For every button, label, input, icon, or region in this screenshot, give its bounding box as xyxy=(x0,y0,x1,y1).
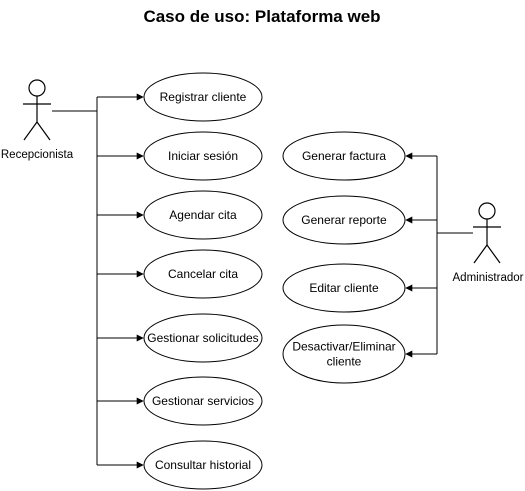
use-case-ellipse xyxy=(282,324,406,384)
use-case-ellipse xyxy=(282,131,406,181)
use-case-ellipse xyxy=(143,376,263,426)
use-case-label: Generar factura xyxy=(302,149,386,163)
use-case-label: Gestionar solicitudes xyxy=(147,331,258,345)
use-case-gestionar-servicios: Gestionar servicios xyxy=(143,376,263,426)
use-case-registrar-cliente: Registrar cliente xyxy=(143,72,263,122)
use-case-label: Agendar cita xyxy=(169,208,237,222)
actor-administrador: Administrador xyxy=(453,202,524,284)
use-case-label: Registrar cliente xyxy=(160,90,247,104)
use-case-ellipse xyxy=(282,195,406,245)
actor-recepcionista: Recepcionista xyxy=(1,79,74,161)
diagram-title: Caso de uso: Plataforma web xyxy=(143,7,380,26)
use-case-ellipse xyxy=(143,313,263,363)
use-case-ellipse xyxy=(282,263,406,313)
use-case-label: Iniciar sesión xyxy=(168,149,238,163)
use-case-label: Desactivar/Eliminar xyxy=(292,340,395,354)
use-case-ellipse xyxy=(143,190,263,240)
use-case-agendar-cita: Agendar cita xyxy=(143,190,263,240)
use-case-generar-reporte: Generar reporte xyxy=(282,195,406,245)
use-case-generar-factura: Generar factura xyxy=(282,131,406,181)
use-case-ellipse xyxy=(143,249,263,299)
use-case-editar-cliente: Editar cliente xyxy=(282,263,406,313)
use-case-iniciar-sesion: Iniciar sesión xyxy=(143,131,263,181)
actor-label-administrador: Administrador xyxy=(453,272,524,284)
stick-figure-icon xyxy=(23,79,51,141)
use-case-ellipse xyxy=(143,72,263,122)
stick-figure-icon xyxy=(473,202,501,264)
use-case-gestionar-solicitudes: Gestionar solicitudes xyxy=(143,313,263,363)
use-case-label: Editar cliente xyxy=(309,281,379,295)
actor-label-recepcionista: Recepcionista xyxy=(1,149,74,161)
use-case-cancelar-cita: Cancelar cita xyxy=(143,249,263,299)
use-case-label: Cancelar cita xyxy=(168,267,238,281)
use-case-label: Generar reporte xyxy=(301,213,387,227)
association-lines xyxy=(52,93,473,469)
use-case-ellipse xyxy=(143,440,263,490)
use-case-label: Consultar historial xyxy=(155,458,251,472)
use-case-label: Gestionar servicios xyxy=(152,394,254,408)
use-case-ellipse xyxy=(143,131,263,181)
use-case-consultar-historial: Consultar historial xyxy=(143,440,263,490)
use-case-label: cliente xyxy=(327,355,362,369)
